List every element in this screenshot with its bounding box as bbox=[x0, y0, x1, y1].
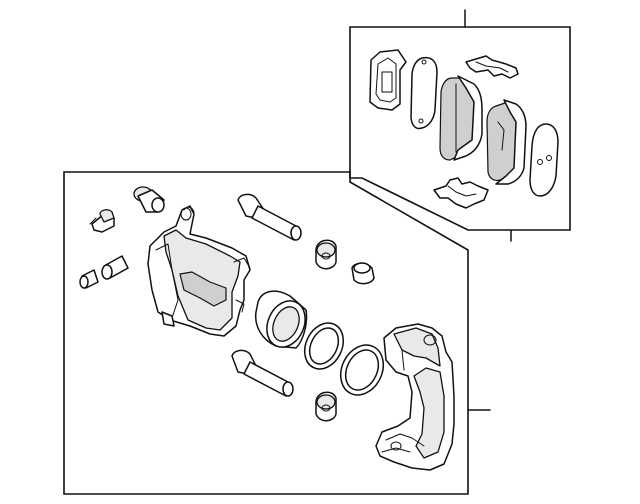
guide-pin-boot-upper bbox=[315, 239, 337, 270]
guide-pin-boot-lower bbox=[315, 391, 337, 422]
anti-rattle-clip bbox=[465, 55, 519, 79]
dust-boot bbox=[339, 344, 385, 396]
guide-pin-upper bbox=[237, 193, 302, 241]
outer-pad bbox=[486, 99, 527, 185]
bushing-right bbox=[351, 262, 375, 285]
piston-seal bbox=[303, 322, 345, 370]
caliper-housing bbox=[147, 205, 251, 337]
pad-kit-frame bbox=[349, 9, 571, 242]
bleeder-screw bbox=[133, 186, 165, 213]
outer-shim bbox=[410, 56, 438, 130]
guide-pin-lower bbox=[231, 349, 294, 397]
caliper-mounting-bracket bbox=[375, 323, 455, 471]
inner-pad bbox=[439, 75, 483, 161]
pad-wear-shim bbox=[529, 123, 559, 197]
bleeder-cap bbox=[89, 209, 115, 233]
bushing bbox=[79, 255, 129, 289]
clip-lower bbox=[433, 177, 489, 209]
piston bbox=[254, 290, 308, 349]
pad-shim bbox=[369, 49, 407, 111]
